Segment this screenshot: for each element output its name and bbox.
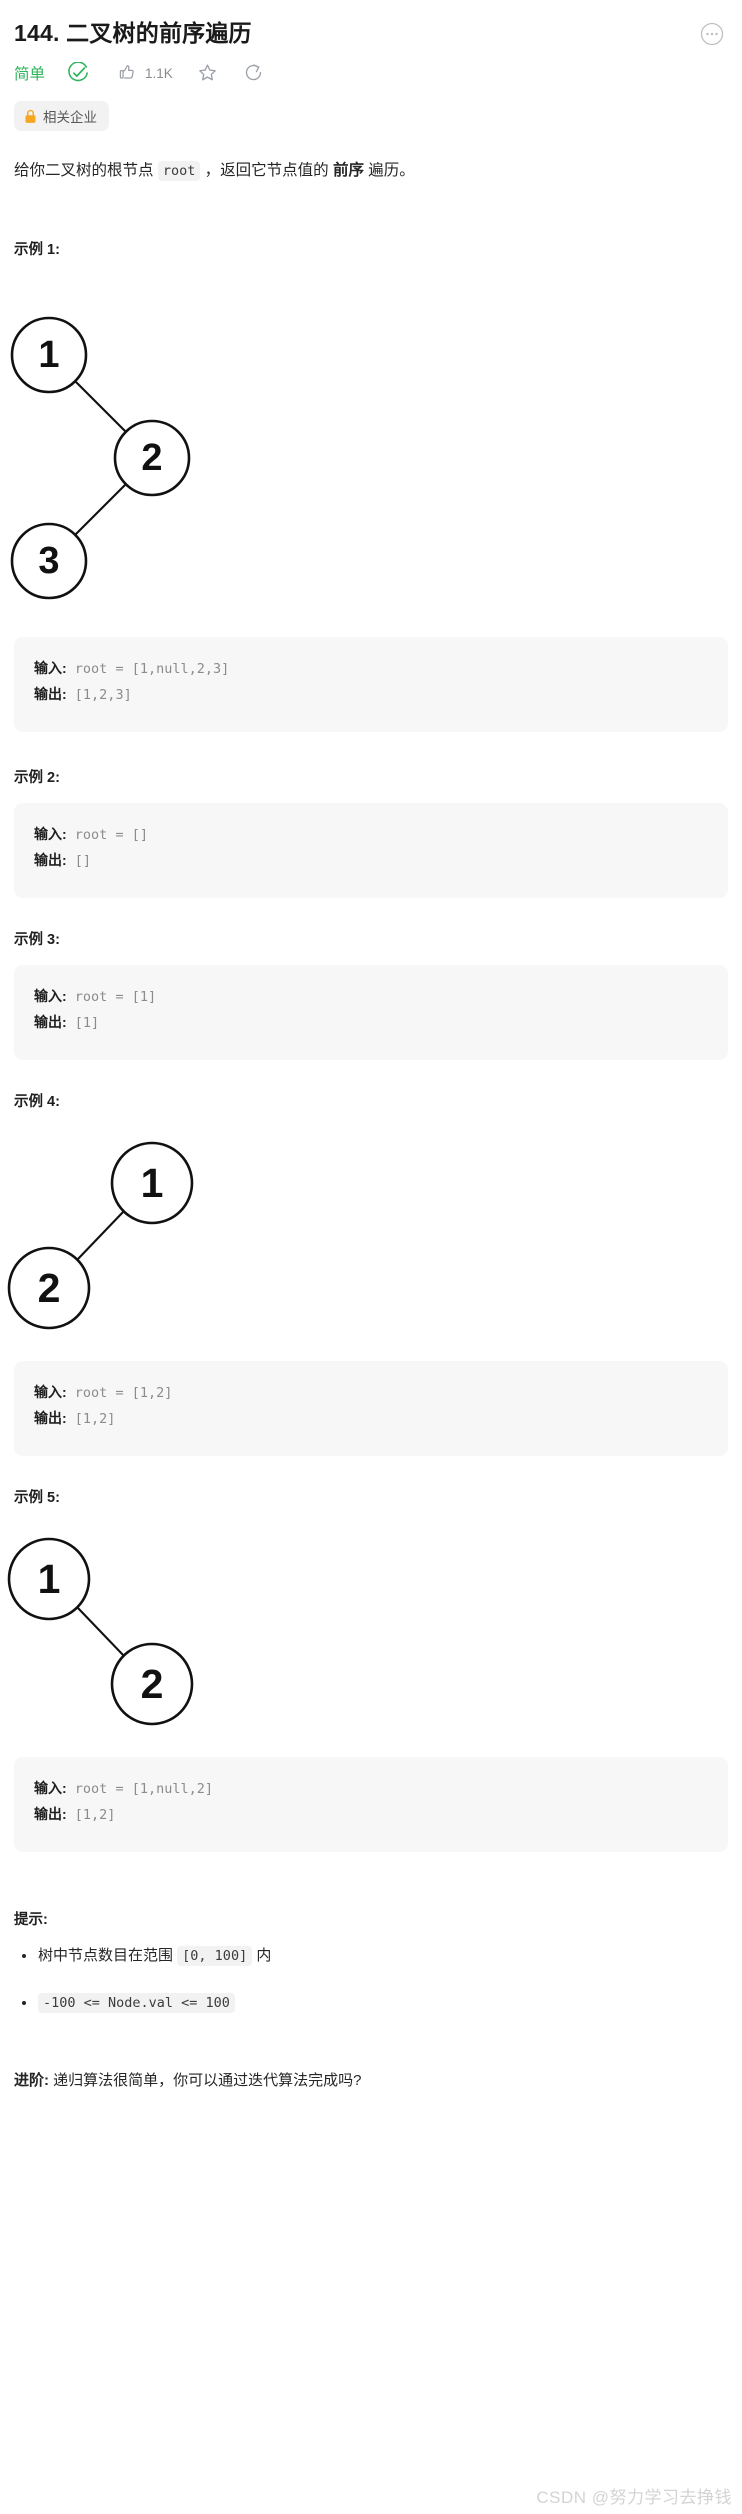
description-part-2: ，返回它节点值的 [200, 162, 333, 180]
advanced-text: 递归算法很简单，你可以通过迭代算法完成吗? [49, 2071, 362, 2089]
output-value-3: [1] [66, 1015, 100, 1032]
problem-description: 给你二叉树的根节点 root ，返回它节点值的 前序 遍历。 [0, 131, 742, 184]
tree-node-label: 3 [38, 540, 59, 582]
tree-edge [74, 380, 127, 433]
share-button[interactable] [243, 62, 265, 84]
input-label-3: 输入: [34, 988, 67, 1005]
tree-node-label: 2 [141, 437, 162, 479]
meta-row: 简单 1.1K [0, 49, 742, 83]
example-block-1: 示例 1: 1 2 3 输入: root = [1,null,2,3] 输出: [1… [0, 184, 742, 733]
input-label-2: 输入: [34, 826, 67, 843]
input-label-5: 输入: [34, 1779, 67, 1796]
tag-row: 相关企业 [0, 83, 742, 132]
tree-edge [74, 483, 127, 536]
tree-node-label: 2 [38, 1265, 61, 1311]
thumbs-up-icon [117, 62, 139, 84]
input-value-5: root = [1,null,2] [66, 1780, 213, 1797]
example-codeblock-1: 输入: root = [1,null,2,3] 输出: [1,2,3] [14, 637, 728, 733]
hint-code-1: [0, 100] [177, 1945, 253, 1966]
tree-node-circle [113, 419, 191, 497]
output-value-1: [1,2,3] [66, 687, 132, 704]
watermark: CSDN @努力学习去挣钱 [536, 2488, 732, 2507]
like-button[interactable]: 1.1K [117, 62, 173, 84]
list-item: -100 <= Node.val <= 100 [22, 1990, 726, 2016]
example-block-3: 示例 3: 输入: root = [1] 输出: [1] [0, 898, 742, 1060]
output-label-1: 输出: [34, 686, 67, 703]
hints-list: 树中节点数目在范围 [0, 100] 内 -100 <= Node.val <=… [0, 1943, 742, 2016]
tree-edge [76, 1606, 125, 1657]
input-label-1: 输入: [34, 660, 67, 677]
tree-node-circle [7, 1537, 91, 1621]
description-bold-preorder: 前序 [332, 162, 364, 180]
example-codeblock-3: 输入: root = [1] 输出: [1] [14, 965, 728, 1060]
hints-title: 提示: [14, 1911, 48, 1928]
difficulty-label: 简单 [14, 66, 46, 84]
tree-node-circle [10, 522, 88, 600]
favorite-button[interactable] [197, 62, 219, 84]
share-refresh-icon [243, 62, 265, 84]
input-value-4: root = [1,2] [66, 1384, 173, 1401]
binary-tree-figure-4: 12 [7, 1141, 194, 1330]
hint-text-before-1: 树中节点数目在范围 [38, 1946, 178, 1964]
lock-icon [24, 109, 37, 124]
example-codeblock-5: 输入: root = [1,null,2] 输出: [1,2] [14, 1756, 728, 1852]
tree-node-circle [110, 1642, 194, 1726]
output-label-2: 输出: [34, 852, 67, 869]
title-row: 144. 二叉树的前序遍历 [0, 0, 742, 49]
page-title: 144. 二叉树的前序遍历 [14, 20, 252, 46]
tree-node-circle [10, 316, 88, 394]
tree-node-label: 1 [38, 1556, 61, 1602]
tree-node-label: 2 [141, 1661, 164, 1707]
example-codeblock-4: 输入: root = [1,2] 输出: [1,2] [14, 1360, 728, 1456]
tree-node-circle [110, 1141, 194, 1225]
tree-node-circle [7, 1246, 91, 1330]
input-value-2: root = [] [66, 827, 148, 844]
ellipsis-horizontal-circle-icon[interactable] [700, 22, 724, 46]
example-block-2: 示例 2: 输入: root = [] 输出: [] [0, 732, 742, 899]
binary-tree-figure-5: 12 [7, 1537, 194, 1726]
hint-code-2: -100 <= Node.val <= 100 [38, 1993, 235, 2014]
output-label-5: 输出: [34, 1805, 67, 1822]
hints-section: 提示: 树中节点数目在范围 [0, 100] 内 -100 <= Node.va… [0, 1852, 742, 2016]
tree-edge [76, 1210, 125, 1261]
example-title-5: 示例 5: [14, 1489, 60, 1506]
input-value-3: root = [1] [66, 989, 157, 1006]
advanced-label: 进阶: [14, 2071, 49, 2089]
binary-tree-figure-1: 1 2 3 [10, 316, 191, 600]
list-item: 树中节点数目在范围 [0, 100] 内 [22, 1943, 726, 1969]
company-tag-button[interactable]: 相关企业 [14, 101, 109, 132]
example-title-3: 示例 3: [14, 932, 60, 949]
like-count: 1.1K [145, 65, 173, 81]
check-circle-icon [67, 61, 89, 84]
output-value-4: [1,2] [66, 1410, 116, 1427]
example-title-4: 示例 4: [14, 1093, 60, 1110]
description-part-3: 遍历。 [363, 162, 415, 180]
solved-status-button[interactable] [67, 61, 89, 84]
output-value-5: [1,2] [66, 1806, 116, 1823]
star-icon [197, 62, 219, 84]
example-title-2: 示例 2: [14, 770, 60, 787]
advanced-section: 进阶: 递归算法很简单，你可以通过迭代算法完成吗? [0, 2038, 742, 2094]
output-label-4: 输出: [34, 1409, 67, 1426]
example-codeblock-2: 输入: root = [] 输出: [] [14, 803, 728, 899]
example-title-1: 示例 1: [14, 242, 60, 259]
description-part-1: 给你二叉树的根节点 [14, 162, 158, 180]
output-label-3: 输出: [34, 1014, 67, 1031]
inline-code-root: root [157, 161, 201, 182]
tree-node-label: 1 [38, 334, 59, 376]
input-label-4: 输入: [34, 1383, 67, 1400]
hint-text-after-1: 内 [252, 1946, 272, 1964]
tree-node-label: 1 [141, 1160, 164, 1206]
output-value-2: [] [66, 853, 92, 870]
input-value-1: root = [1,null,2,3] [66, 661, 230, 678]
company-tag-label: 相关企业 [43, 110, 97, 126]
